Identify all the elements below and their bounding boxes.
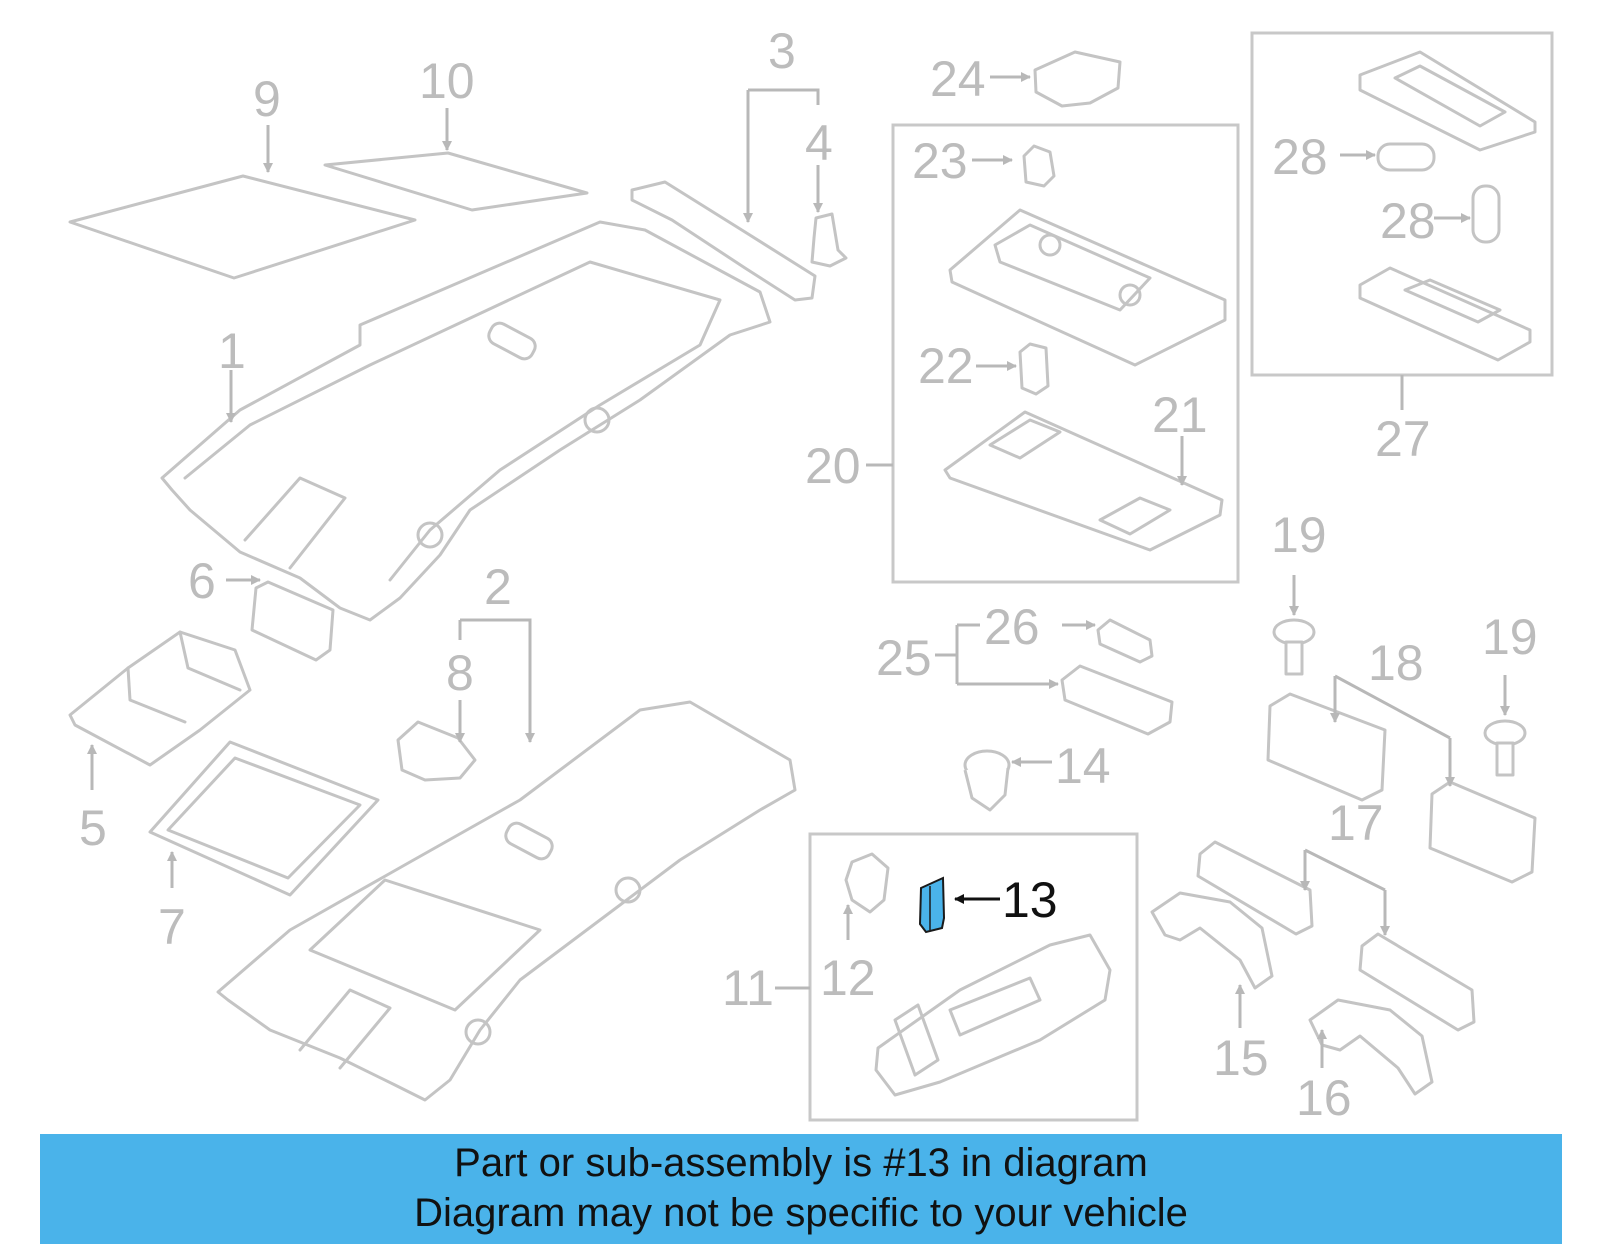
callout-27: 27: [1375, 411, 1431, 467]
callout-2: 2: [484, 559, 512, 615]
callout-4: 4: [805, 115, 833, 171]
callout-15: 15: [1213, 1030, 1269, 1086]
banner-line-1: Part or sub-assembly is #13 in diagram: [454, 1141, 1148, 1185]
callout-28b: 28: [1380, 193, 1436, 249]
group-box-20: [891, 123, 1240, 584]
callout-14: 14: [1055, 738, 1111, 794]
sunroof-frame-part: [148, 740, 380, 897]
callout-5: 5: [79, 800, 107, 856]
headliner-sunroof-part: [216, 700, 797, 1102]
callout-7: 7: [158, 899, 186, 955]
headliner-part: [160, 220, 772, 622]
callout-17: 17: [1328, 795, 1384, 851]
callout-8: 8: [446, 645, 474, 701]
bulb-part-26: [1096, 618, 1154, 664]
bulb-part-28a: [1376, 142, 1436, 172]
bracket-part-17a: [1196, 840, 1314, 936]
grab-handle-part-16: [1308, 998, 1434, 1096]
roof-sheet-part: [323, 151, 589, 212]
callout-1: 1: [218, 323, 246, 379]
roof-rail-strip-part: [630, 180, 817, 302]
callout-6: 6: [188, 553, 216, 609]
callout-19a: 19: [1271, 507, 1327, 563]
callout-19b: 19: [1482, 609, 1538, 665]
console-part-5: [68, 630, 252, 767]
callout-16: 16: [1296, 1070, 1352, 1126]
bolt-part-19b: [1483, 719, 1527, 777]
bulb-part-28b: [1471, 184, 1501, 244]
lens-part-21: [943, 410, 1224, 552]
callout-3: 3: [768, 23, 796, 79]
callout-23: 23: [912, 133, 968, 189]
bracket-part-17b: [1358, 932, 1476, 1032]
bolt-part-19a: [1272, 618, 1316, 676]
callout-22: 22: [918, 338, 974, 394]
callout-11: 11: [722, 960, 774, 1016]
callout-21: 21: [1152, 387, 1208, 443]
clip-part-8: [396, 720, 477, 782]
banner-line-2: Diagram may not be specific to your vehi…: [414, 1191, 1188, 1235]
roof-panel-sheet-part: [68, 174, 417, 280]
dome-lamp-housing-part: [948, 208, 1227, 367]
bulb-part-22: [1018, 342, 1050, 396]
clip-part-12: [844, 852, 890, 914]
clip-part-14: [963, 749, 1011, 812]
callout-24: 24: [930, 51, 986, 107]
bulb-part-23: [1022, 144, 1056, 188]
callout-12: 12: [820, 950, 876, 1006]
lens-part-27: [1358, 266, 1532, 362]
callout-18: 18: [1368, 635, 1424, 691]
lamp-assembly-part-27: [1358, 50, 1537, 152]
console-part-5-detail: [126, 630, 242, 724]
bracket-part-18b: [1428, 780, 1537, 884]
callout-9: 9: [253, 71, 281, 127]
callout-25: 25: [876, 630, 932, 686]
callout-13: 13: [1002, 872, 1058, 928]
clip-part-4: [810, 212, 848, 268]
info-banner: Part or sub-assembly is #13 in diagram D…: [40, 1134, 1562, 1244]
callout-20: 20: [805, 438, 861, 494]
callout-28a: 28: [1272, 129, 1328, 185]
grab-handle-part-15: [1150, 891, 1274, 990]
group-box-11: [808, 832, 1139, 1122]
bracket-part-18a: [1266, 692, 1387, 802]
lamp-part-25: [1060, 664, 1174, 736]
callout-26: 26: [984, 599, 1040, 655]
vent-part-6: [250, 580, 335, 662]
callout-10: 10: [419, 53, 475, 109]
sun-visor-part-11: [874, 933, 1112, 1097]
switch-part-24: [1033, 50, 1122, 108]
highlighted-part-13: [918, 876, 946, 934]
